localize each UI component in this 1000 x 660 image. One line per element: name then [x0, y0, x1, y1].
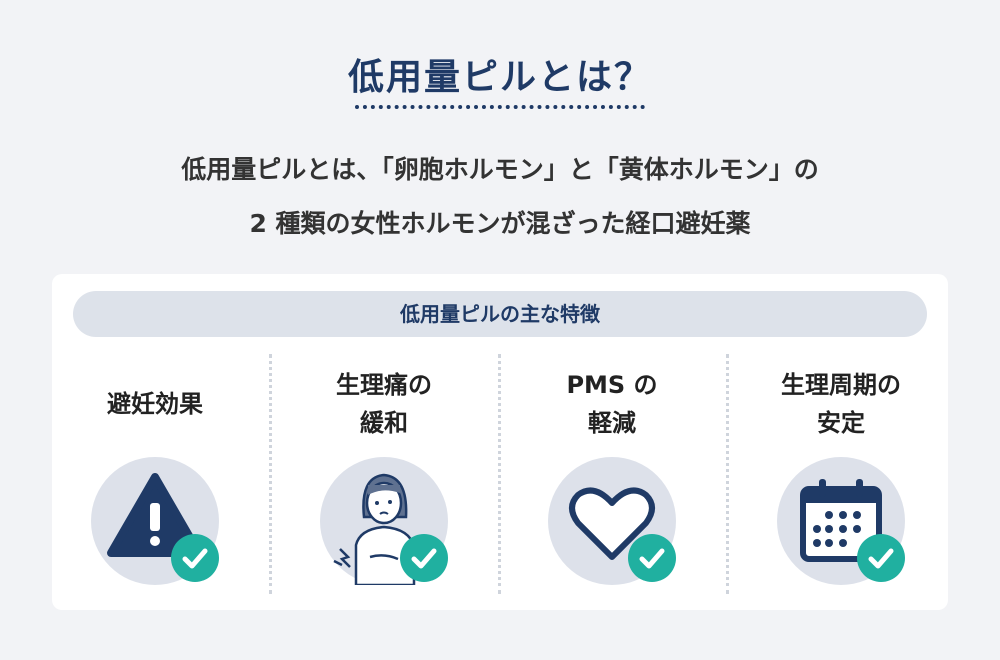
feature-label: 避妊効果	[107, 390, 203, 418]
icon-circle	[548, 457, 676, 585]
feature-contraception: 避妊効果	[41, 354, 269, 604]
check-icon	[628, 534, 676, 582]
check-icon	[400, 534, 448, 582]
description-line-1: 低用量ピルとは、「卵胞ホルモン」と「黄体ホルモン」の	[181, 155, 819, 184]
divider	[498, 354, 501, 594]
calendar-icon	[800, 479, 882, 562]
features-heading: 低用量ピルの主な特徴	[73, 291, 927, 337]
features-card: 低用量ピルの主な特徴 避妊効果 生理痛の 緩和	[52, 274, 948, 610]
heart-icon	[569, 487, 655, 560]
feature-label: 生理周期の 安定	[781, 371, 901, 437]
check-icon	[857, 534, 905, 582]
feature-label: 生理痛の 緩和	[336, 371, 432, 437]
woman-stomach-pain-icon	[333, 473, 416, 585]
icon-circle	[320, 457, 448, 585]
warning-icon	[107, 473, 203, 557]
page-title: 低用量ピルとは？	[347, 57, 652, 98]
check-icon	[171, 534, 219, 582]
divider	[726, 354, 729, 594]
title-underline	[355, 105, 645, 109]
feature-label: PMS の 軽減	[566, 371, 658, 437]
feature-cramp-relief: 生理痛の 緩和	[270, 354, 498, 604]
divider	[269, 354, 272, 594]
description-line-2: 2 種類の女性ホルモンが混ざった経口避妊薬	[249, 209, 751, 238]
feature-cycle-stability: 生理周期の 安定	[727, 354, 955, 604]
feature-pms-relief: PMS の 軽減	[498, 354, 726, 604]
